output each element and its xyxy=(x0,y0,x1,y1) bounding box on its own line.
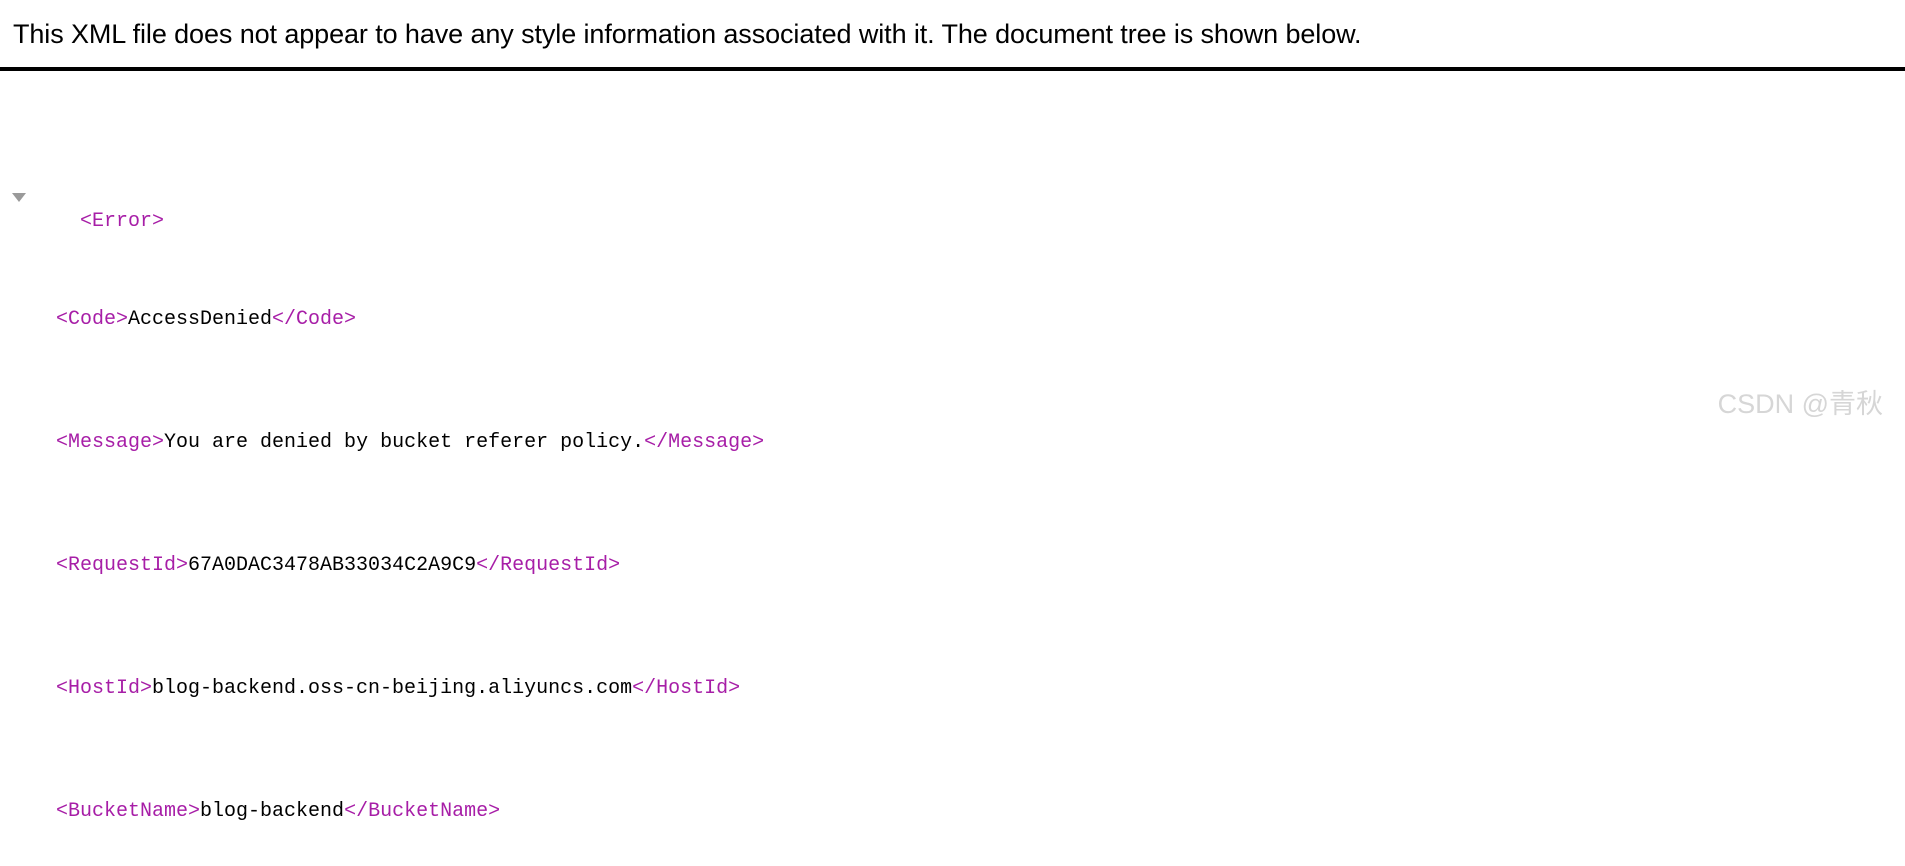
xml-close-tag: </Message> xyxy=(644,431,765,455)
csdn-watermark: CSDN @青秋 xyxy=(1717,389,1883,419)
xml-open-tag: <Code> xyxy=(56,308,129,332)
xml-node-value: 67A0DAC3478AB33034C2A9C9 xyxy=(188,554,477,578)
xml-node-value: AccessDenied xyxy=(128,308,273,332)
xml-style-notice-bar: This XML file does not appear to have an… xyxy=(0,0,1905,71)
triangle-down-icon[interactable] xyxy=(12,193,26,203)
xml-open-tag: <Error> xyxy=(80,209,165,233)
xml-node-code[interactable]: <Code>AccessDenied</Code> xyxy=(0,308,1905,333)
xml-node-bucketname[interactable]: <BucketName>blog-backend</BucketName> xyxy=(0,800,1905,825)
xml-close-tag: </RequestId> xyxy=(476,554,621,578)
xml-node-message[interactable]: <Message>You are denied by bucket refere… xyxy=(0,431,1905,456)
xml-node-requestid[interactable]: <RequestId>67A0DAC3478AB33034C2A9C9</Req… xyxy=(0,554,1905,579)
xml-node-error-open[interactable]: <Error> xyxy=(0,185,1905,233)
xml-style-notice-text: This XML file does not appear to have an… xyxy=(13,18,1362,49)
xml-node-value: You are denied by bucket referer policy. xyxy=(164,431,645,455)
xml-open-tag: <BucketName> xyxy=(56,800,201,824)
xml-document-tree: <Error> <Code>AccessDenied</Code> <Messa… xyxy=(0,71,1905,866)
xml-close-tag: </BucketName> xyxy=(344,800,501,824)
xml-open-tag: <Message> xyxy=(56,431,165,455)
xml-close-tag: </Code> xyxy=(272,308,357,332)
xml-open-tag: <HostId> xyxy=(56,677,153,701)
xml-node-hostid[interactable]: <HostId>blog-backend.oss-cn-beijing.aliy… xyxy=(0,677,1905,702)
xml-node-value: blog-backend xyxy=(200,800,345,824)
xml-open-tag: <RequestId> xyxy=(56,554,189,578)
xml-close-tag: </HostId> xyxy=(632,677,741,701)
xml-node-value: blog-backend.oss-cn-beijing.aliyuncs.com xyxy=(152,677,633,701)
